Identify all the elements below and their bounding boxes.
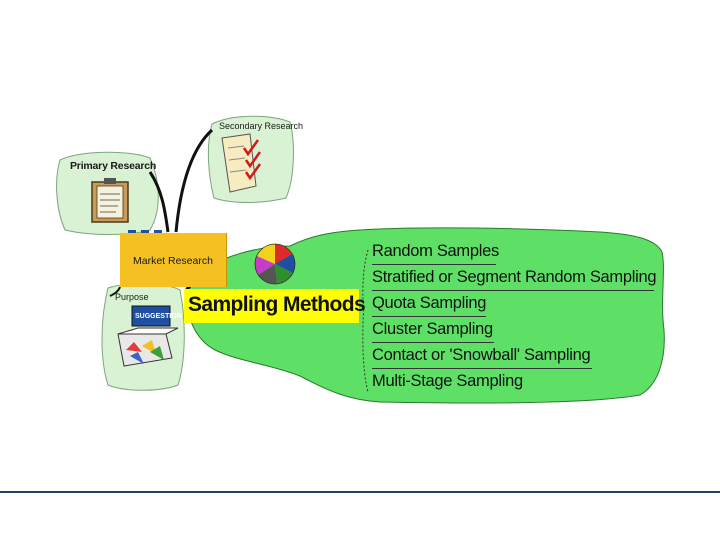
purpose-label: Purpose [115,292,149,302]
secondary-research-label: Secondary Research [219,121,304,131]
footer-divider [0,491,720,493]
list-item-underline [372,290,654,291]
list-item: Cluster Sampling [372,320,493,338]
list-item: Contact or 'Snowball' Sampling [372,346,591,364]
suggestion-box-text: SUGGESTION [135,313,182,320]
connector-secondary [174,128,214,233]
market-research-label: Market Research [133,255,213,267]
suggestion-box-icon [117,305,179,367]
sampling-methods-bubble [184,227,665,404]
list-item: Stratified or Segment Random Sampling [372,268,657,286]
connector-purpose [109,286,121,297]
connector-primary [148,171,170,233]
list-item: Random Samples [372,242,499,260]
clipboard-icon [91,178,129,223]
primary-research-label: Primary Research [70,160,157,172]
market-research-node[interactable] [120,233,227,287]
pie-chart-icon [254,243,296,285]
list-item: Multi-Stage Sampling [372,372,523,390]
list-bracket [362,249,369,393]
list-item-underline [372,342,494,343]
list-item-underline [372,264,496,265]
list-item-underline [372,316,486,317]
checklist-icon [221,133,262,193]
list-item: Quota Sampling [372,294,487,312]
sampling-methods-node[interactable] [184,289,359,323]
list-item-underline [372,368,592,369]
sampling-methods-label: Sampling Methods [188,293,366,316]
